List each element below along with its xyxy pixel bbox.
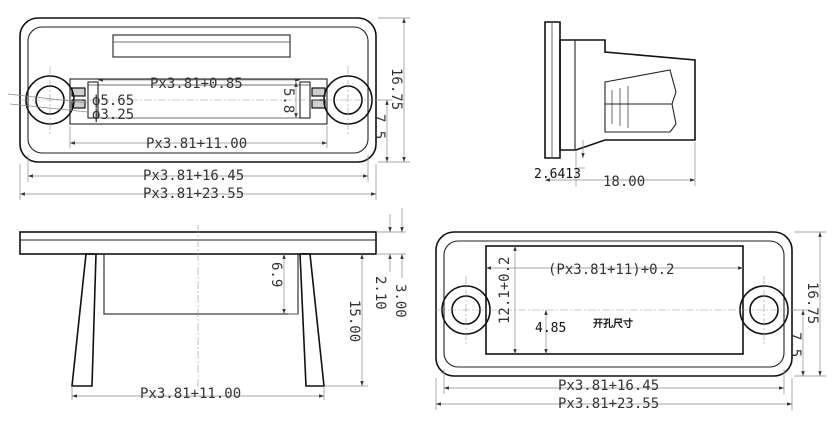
dim-half-height: 4.85 <box>535 321 566 336</box>
dim-slot-height: 5.8 <box>280 88 296 113</box>
dim-depth: 18.00 <box>603 174 645 190</box>
front-right-latch <box>311 87 326 97</box>
dim-dia-inner: ϕ3.25 <box>92 107 134 123</box>
front-view-dimensions: Px3.81+0.85 ϕ5.65 ϕ3.25 5.8 Px3.81+11.00… <box>19 17 410 202</box>
side-view <box>544 21 696 159</box>
dim-height-15: 15.00 <box>346 300 362 342</box>
dim-flange-3-00: 3.00 <box>392 284 408 318</box>
panel-cutout-rect <box>485 245 744 355</box>
dim-thickness: 2.6413 <box>534 167 581 182</box>
panel-inner-frame <box>443 240 785 368</box>
note-cutout-size: 开孔尺寸 <box>593 317 633 330</box>
dim-leg-span: Px3.81+11.00 <box>140 386 241 402</box>
front-outer-frame <box>19 17 377 163</box>
bottom-left-leg <box>71 253 97 387</box>
bottom-right-leg <box>299 253 325 387</box>
dim-panel-overall-width: Px3.81+23.55 <box>558 396 659 412</box>
dim-panel-body-width: Px3.81+16.45 <box>558 378 659 394</box>
dim-hole-offset: 7.5 <box>371 114 387 139</box>
dim-inner-width: Px3.81+11.00 <box>146 136 247 152</box>
dim-body-width: Px3.81+16.45 <box>143 168 244 184</box>
panel-cutout-dimensions: (Px3.81+11)+0.2 12.1+0.2 4.85 开孔尺寸 Px3.8… <box>435 231 826 412</box>
dim-panel-overall-height: 16.75 <box>804 282 820 324</box>
dim-inner-pitch: Px3.81+0.85 <box>150 76 243 92</box>
dim-cutout-height: 12.1+0.2 <box>497 257 513 324</box>
dim-overall-height: 16.75 <box>388 68 404 110</box>
dim-panel-hole-offset: 7.5 <box>787 332 803 357</box>
dim-flange-2-10: 2.10 <box>372 276 388 310</box>
dim-cutout-width: (Px3.81+11)+0.2 <box>548 262 674 278</box>
dim-height-6-9: 6.9 <box>268 262 284 287</box>
front-top-slot <box>112 34 291 58</box>
side-view-dimensions: 18.00 2.6413 <box>534 140 696 190</box>
dim-dia-outer: ϕ5.65 <box>92 93 134 109</box>
side-latch-upper <box>604 69 677 105</box>
bottom-side-dimensions: Px3.81+11.00 15.00 6.9 2.10 3.00 <box>71 208 408 402</box>
side-body <box>559 39 696 151</box>
dim-overall-width: Px3.81+23.55 <box>143 186 244 202</box>
side-flange <box>544 21 561 159</box>
front-view <box>7 17 380 163</box>
panel-outer-frame <box>435 231 793 377</box>
bottom-housing <box>103 253 299 315</box>
panel-cutout-view <box>434 231 796 377</box>
bottom-side-view <box>19 225 377 390</box>
